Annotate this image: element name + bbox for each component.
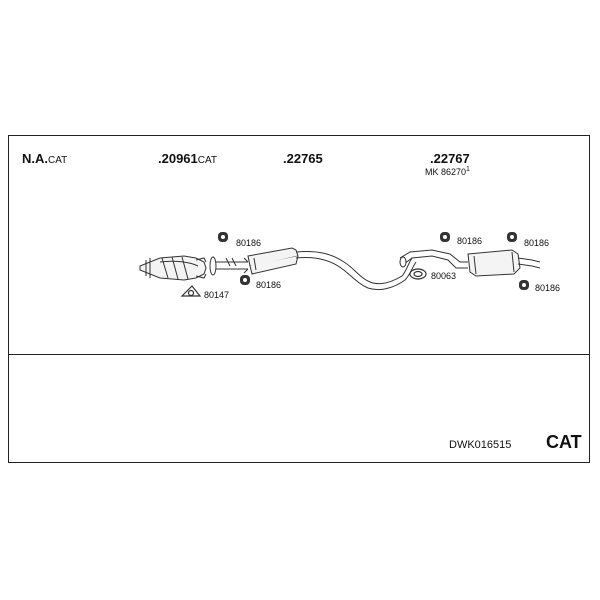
code-na-cat: N.A.CAT [22,151,67,166]
diagram-frame [8,135,590,463]
code-22767: .22767 [430,151,470,166]
document-id: DWK016515 [449,439,512,451]
mk-label: MK 862701 [425,166,470,177]
part-label-80186-a: 80186 [236,238,262,248]
code-22765-main: .22765 [283,151,323,166]
rubber-hanger-icon [519,280,529,290]
code-22765: .22765 [283,151,323,166]
part-label-80186-e: 80186 [535,283,561,293]
front-muffler [247,247,299,275]
mk-label-text: MK 86270 [425,167,467,177]
rubber-hanger-icon [240,275,250,285]
part-label-80063: 80063 [431,271,457,281]
rubber-hanger-icon [507,232,517,242]
part-label-80147: 80147 [204,290,230,300]
code-na-suffix: CAT [48,155,68,166]
type-label: CAT [546,432,582,452]
part-label-80186-d: 80186 [524,238,550,248]
rear-inlet-pipe [399,249,468,269]
gasket-ring-icon [409,268,427,280]
code-20961-suffix: CAT [197,155,218,166]
rubber-hanger-icon [440,232,450,242]
front-pipe [216,257,249,274]
part-label-80186-c: 80186 [457,236,483,246]
rear-silencer [467,249,541,277]
mk-label-superscript: 1 [466,166,470,173]
code-22767-main: .22767 [430,151,470,166]
front-flange [209,256,217,276]
catalytic-converter [139,255,207,281]
code-na-main: N.A. [22,151,48,166]
code-20961-main: .20961 [158,151,198,166]
code-20961: .20961CAT [158,151,217,166]
frame-divider [8,354,590,355]
middle-pipe [295,251,417,291]
part-label-80186-b: 80186 [256,280,282,290]
rubber-hanger-icon [218,232,228,242]
